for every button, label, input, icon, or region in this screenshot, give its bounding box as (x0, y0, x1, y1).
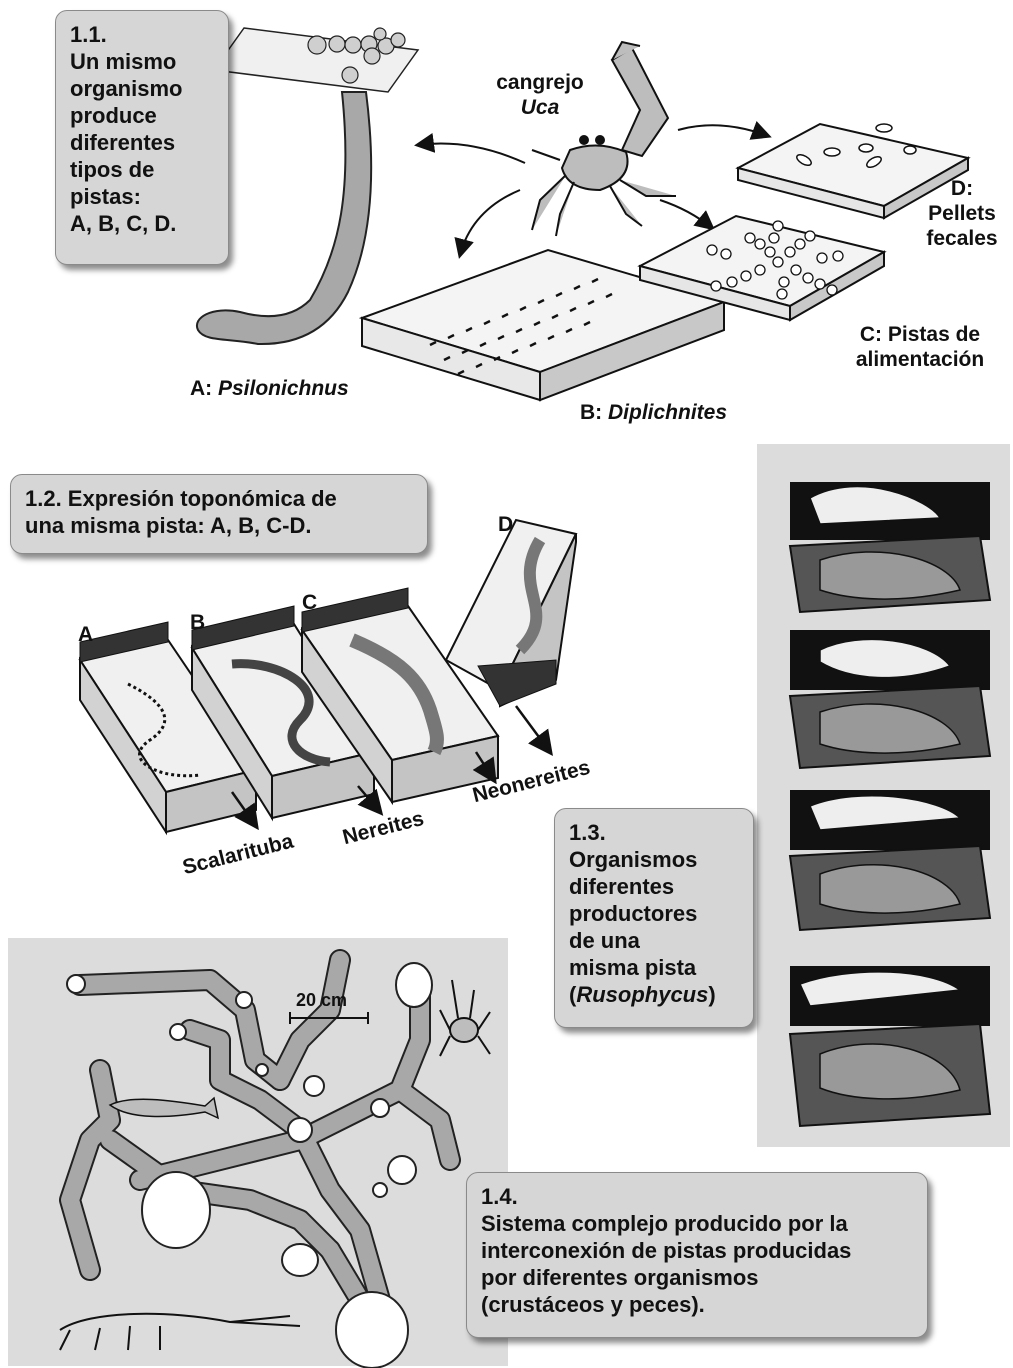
shrimp-sketch (60, 1314, 300, 1350)
callout-1-4-line: Sistema complejo producido por la (481, 1210, 913, 1237)
label-d-line2: Pellets (928, 202, 996, 225)
label-c: C: Pistas de alimentación (836, 322, 1004, 372)
crab-label-line2: Uca (521, 96, 560, 119)
callout-1-3-line: diferentes (569, 873, 739, 900)
label-a-prefix: A: (190, 377, 218, 400)
label-a: A: Psilonichnus (190, 376, 349, 401)
crab-label: cangrejo Uca (470, 70, 610, 120)
callout-1-4-line: (crustáceos y peces). (481, 1291, 913, 1318)
callout-1-3-line: Organismos (569, 846, 739, 873)
callout-1-4-line: por diferentes organismos (481, 1264, 913, 1291)
rusophycus-name: Rusophycus (576, 982, 708, 1007)
callout-1-3-line-name: (Rusophycus) (569, 981, 739, 1008)
callout-1-1-line: Un mismo (70, 48, 214, 75)
rusophycus-sketches (790, 482, 990, 1126)
callout-1-3-line: 1.3. (569, 819, 739, 846)
label-c-line1: C: Pistas de (860, 323, 980, 346)
scale-label: 20 cm (296, 988, 347, 1013)
callout-1-2-line: una misma pista: A, B, C-D. (25, 512, 413, 539)
callout-1-2-line: 1.2. Expresión toponómica de (25, 485, 413, 512)
callout-1-3-line: misma pista (569, 954, 739, 981)
label-d-line3: fecales (926, 227, 997, 250)
callout-1-1-line: 1.1. (70, 21, 214, 48)
fish-sketch (110, 1098, 218, 1118)
label-b-name: Diplichnites (608, 401, 727, 424)
callout-1-1-line: produce (70, 102, 214, 129)
callout-1-4-line: 1.4. (481, 1183, 913, 1210)
callout-1-1: 1.1. Un mismo organismo produce diferent… (55, 10, 229, 265)
callout-1-1-line: organismo (70, 75, 214, 102)
callout-1-3-line: productores (569, 900, 739, 927)
paren-close: ) (708, 982, 715, 1007)
callout-1-3-line: de una (569, 927, 739, 954)
callout-1-1-line: A, B, C, D. (70, 210, 214, 237)
burrow-crab-sketch (440, 980, 490, 1056)
callout-1-1-line: tipos de (70, 156, 214, 183)
label-c-line2: alimentación (856, 348, 984, 371)
callout-1-4: 1.4. Sistema complejo producido por la i… (466, 1172, 928, 1338)
block-letter-a: A (78, 622, 93, 647)
callout-1-3: 1.3. Organismos diferentes productores d… (554, 808, 754, 1028)
block-letter-c: C (302, 590, 317, 615)
burrow-network (60, 960, 490, 1368)
crab-label-line1: cangrejo (496, 71, 584, 94)
callout-1-2: 1.2. Expresión toponómica de una misma p… (10, 474, 428, 554)
callout-1-1-line: diferentes (70, 129, 214, 156)
label-b-prefix: B: (580, 401, 608, 424)
label-a-name: Psilonichnus (218, 377, 349, 400)
block-letter-d: D (498, 512, 513, 537)
label-b: B: Diplichnites (580, 400, 727, 425)
block-letter-b: B (190, 610, 205, 635)
callout-1-4-line: interconexión de pistas producidas (481, 1237, 913, 1264)
label-d: D: Pellets fecales (912, 176, 1012, 251)
callout-1-1-line: pistas: (70, 183, 214, 210)
label-d-line1: D: (951, 177, 973, 200)
psilonichnus-burrow (197, 28, 418, 344)
